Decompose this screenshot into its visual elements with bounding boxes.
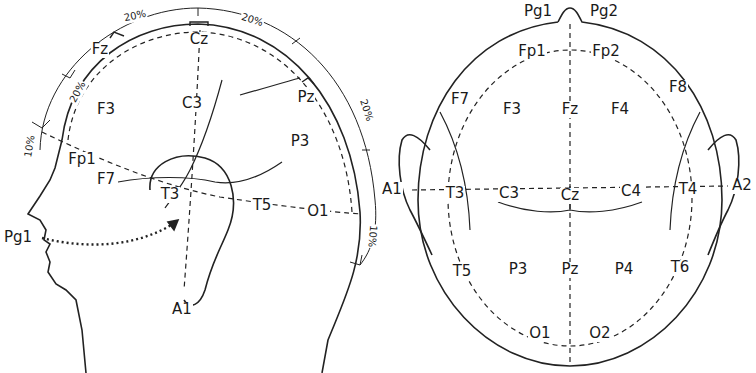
electrode-label: F7 [450, 92, 470, 108]
electrode-label: A1 [381, 182, 403, 198]
circumference-line [42, 132, 362, 214]
electrode-label: F8 [668, 80, 688, 96]
pg-dotted-line [42, 222, 176, 245]
electrode-label: Fp2 [591, 44, 621, 60]
electrode-label: O2 [588, 326, 611, 342]
electrode-label: T3 [160, 187, 181, 203]
electrode-label: P3 [508, 262, 529, 278]
electrode-label: Cz [189, 32, 209, 48]
electrode-label: O1 [306, 204, 329, 220]
electrode-label: Fz [561, 102, 580, 118]
electrode-label: A1 [171, 302, 193, 318]
ear [708, 135, 739, 255]
coronal-line [184, 30, 200, 290]
sylvian-fissure [118, 162, 282, 183]
measurement-ticks [32, 8, 370, 265]
electrode-label: Pz [297, 90, 316, 106]
ear [399, 135, 432, 255]
brain-curve [240, 78, 300, 95]
electrode-label: F4 [610, 102, 630, 118]
arrowhead [168, 220, 178, 230]
electrode-label: P3 [290, 134, 311, 150]
electrode-label: T5 [252, 198, 273, 214]
electrode-label: Pz [561, 262, 580, 278]
electrode-label: Fp1 [517, 44, 547, 60]
electrode-label: O1 [528, 326, 551, 342]
electrode-label: Fp1 [67, 152, 97, 168]
measurement-arc [40, 8, 376, 265]
electrode-label: Pg1 [3, 230, 33, 246]
electrode-label: T3 [445, 186, 466, 202]
percent-label: 10% [366, 223, 379, 248]
electrode-label: F3 [96, 102, 116, 118]
percent-label: 20% [122, 8, 148, 23]
electrode-label: C3 [498, 186, 520, 202]
electrode-label: Pg2 [589, 4, 619, 20]
electrode-label: F3 [502, 102, 522, 118]
percent-label: 20% [239, 11, 265, 28]
electrode-label: Fz [91, 42, 110, 58]
percent-label: 20% [68, 79, 89, 105]
electrode-bracket [110, 22, 314, 84]
electrode-label: T4 [678, 182, 699, 198]
midline-arc [68, 32, 352, 212]
electrode-label: P4 [614, 262, 635, 278]
electrode-label: Cz [560, 188, 580, 204]
electrode-label: C4 [620, 184, 642, 200]
electrode-label: C3 [181, 96, 203, 112]
percent-label: 10% [23, 133, 38, 159]
percent-label: 20% [357, 97, 374, 123]
head-profile [28, 24, 360, 373]
electrode-label: A2 [731, 178, 753, 194]
circumference-line [448, 50, 692, 346]
electrode-label: F7 [96, 172, 116, 188]
electrode-label: T5 [452, 264, 473, 280]
electrode-label: T6 [670, 260, 691, 276]
electrode-label: Pg1 [523, 4, 553, 20]
